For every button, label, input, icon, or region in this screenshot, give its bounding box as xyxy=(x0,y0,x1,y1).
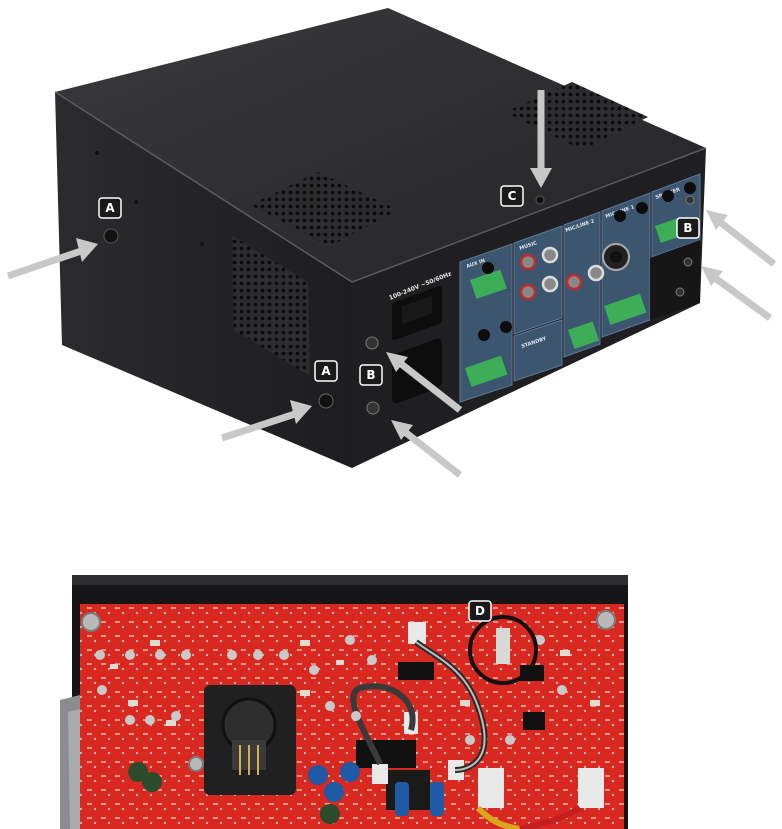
volume-knob-speaker-1[interactable] xyxy=(662,190,674,202)
chassis-top-lid xyxy=(55,8,706,282)
volume-knob-aux-2[interactable] xyxy=(478,329,490,341)
side-vent-grille xyxy=(232,236,310,376)
white-connector-1 xyxy=(408,622,426,644)
pcb-screw-right xyxy=(596,610,616,630)
pcb-photo: D xyxy=(60,575,628,829)
white-connector-6 xyxy=(578,768,604,808)
module-aux-label: AUX IN xyxy=(466,258,486,270)
module-standby xyxy=(513,319,563,382)
terminal-block-mic-line-1[interactable] xyxy=(604,293,647,325)
white-connector-5 xyxy=(478,768,504,808)
white-connector-3 xyxy=(372,764,388,784)
callout-labels: A A B B C xyxy=(98,185,700,386)
terminal-block-mic-line-2[interactable] xyxy=(568,321,600,349)
top-vent-grille-left xyxy=(250,172,398,246)
volume-knob-mic-2[interactable] xyxy=(636,202,648,214)
ic-chip-3 xyxy=(520,665,544,681)
label-c-top: C xyxy=(500,185,524,207)
white-connector-7 xyxy=(496,628,510,664)
callout-arrows xyxy=(6,90,777,478)
rca-jacks xyxy=(519,246,605,301)
side-screw-a-front xyxy=(318,393,334,409)
chassis-left-side xyxy=(55,92,352,468)
label-a-front-text: A xyxy=(321,364,331,378)
label-b-right-text: B xyxy=(683,221,692,235)
label-d-board-text: D xyxy=(475,604,485,618)
header-connector xyxy=(356,740,416,768)
ic-chip-2 xyxy=(523,712,545,730)
label-a-left-text: A xyxy=(105,201,115,215)
terminal-block-aux-1[interactable] xyxy=(470,269,507,299)
input-modules: AUX IN MUSIC STANDBY MIC/LINE 2 MIC/LINE… xyxy=(459,173,701,403)
label-d-board: D xyxy=(468,600,492,622)
label-a-left: A xyxy=(98,197,122,219)
top-screw-c xyxy=(535,195,545,205)
rear-screw-b-lower xyxy=(366,401,380,415)
grey-wire-2 xyxy=(350,683,416,766)
label-c-top-text: C xyxy=(508,189,517,203)
module-mic-line-2 xyxy=(563,211,601,358)
ic-chip-1 xyxy=(398,662,434,680)
label-a-front: A xyxy=(314,360,338,382)
pcb-screw-mid xyxy=(188,756,204,772)
pcb-screw-left xyxy=(81,612,101,632)
terminal-block-aux-2[interactable] xyxy=(465,355,508,387)
highlight-circle-d xyxy=(468,615,538,685)
label-b-right: B xyxy=(676,217,700,239)
capacitors xyxy=(128,762,444,824)
volume-knob-aux-1[interactable] xyxy=(482,262,494,274)
volume-knob-mic-1[interactable] xyxy=(614,210,626,222)
amplifier-chassis: 100-240V ~50/60Hz AUX IN MUSIC STANDBY M… xyxy=(54,8,707,468)
label-b-left-text: B xyxy=(366,368,375,382)
side-screw-a-left xyxy=(103,228,119,244)
module-music-label: MUSIC xyxy=(519,240,538,252)
rear-screw-b-upper xyxy=(365,336,379,350)
volume-knob-aux-3[interactable] xyxy=(500,321,512,333)
label-b-left: B xyxy=(359,364,383,386)
volume-knob-speaker-2[interactable] xyxy=(684,182,696,194)
